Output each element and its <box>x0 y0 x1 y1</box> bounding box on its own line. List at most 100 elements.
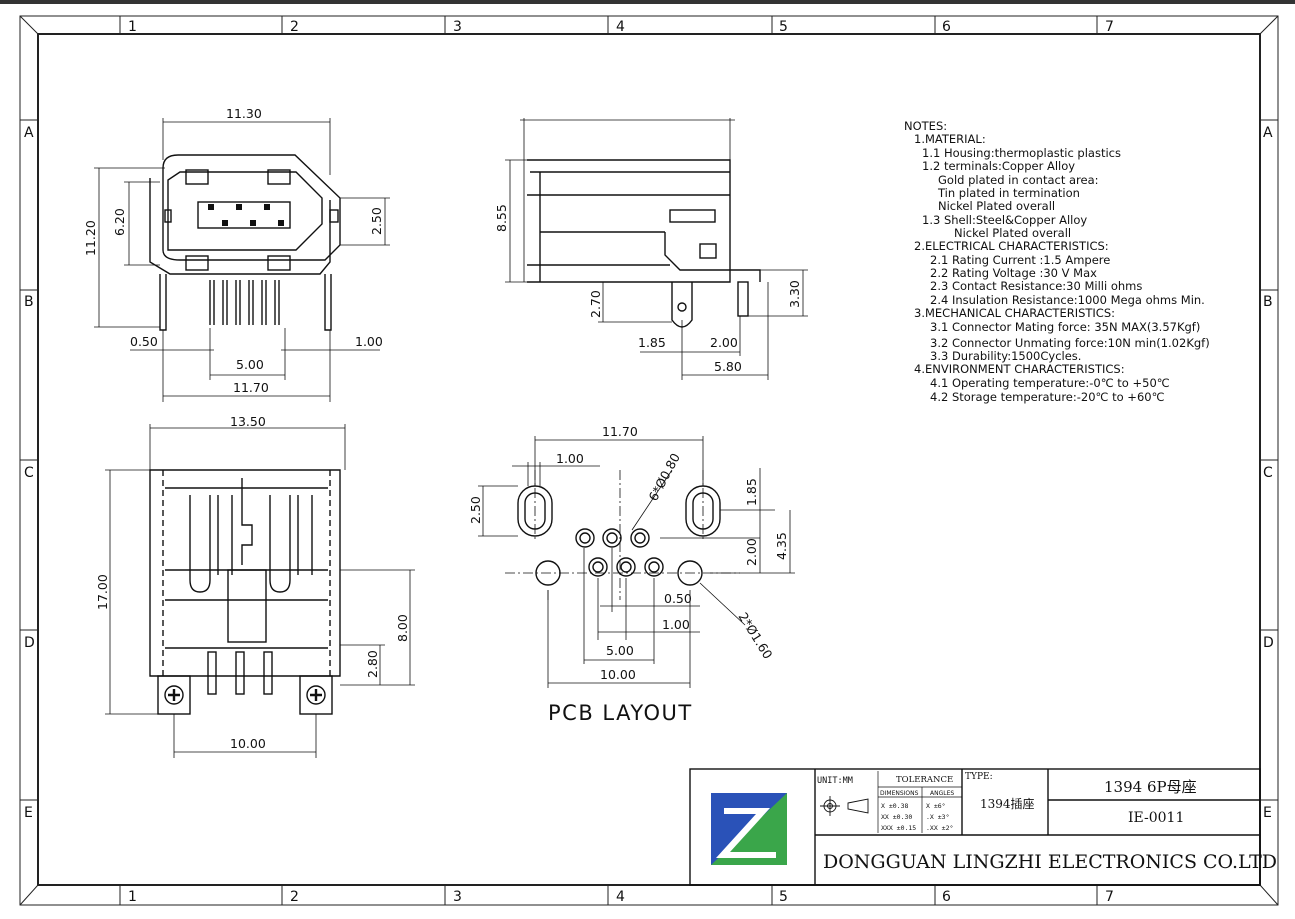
dim-pitch: 0.50 <box>664 591 692 606</box>
note-line: 1.2 terminals:Copper Alloy <box>922 159 1075 173</box>
tolerance-header: TOLERANCE <box>896 775 953 785</box>
tol-dim: XX ±0.30 <box>881 813 912 821</box>
note-line: 2.2 Rating Voltage :30 V Max <box>930 266 1097 280</box>
projection-icon <box>820 796 869 816</box>
dim-peg-span: 10.00 <box>600 667 636 682</box>
pcb-layout: 11.70 1.00 2.50 6*Ø0.80 1.85 2.00 4.35 0… <box>468 424 795 725</box>
dim-pin-length: 2.70 <box>588 290 603 318</box>
tol-angle: X ±6° <box>926 802 946 810</box>
type-label: TYPE: <box>965 772 993 782</box>
dim-d1: 1.85 <box>638 335 666 350</box>
row-label-right: B <box>1263 294 1273 310</box>
part-number: IE-0011 <box>1128 810 1184 826</box>
dim-peg-span: 10.00 <box>230 736 266 751</box>
row-label-left: E <box>24 805 33 821</box>
dim-width: 11.70 <box>602 424 638 439</box>
dim-span: 5.00 <box>606 643 634 658</box>
company-name: DONGGUAN LINGZHI ELECTRONICS CO.LTD <box>823 851 1277 873</box>
note-line: Nickel Plated overall <box>954 226 1071 240</box>
dim-height: 17.00 <box>95 574 110 610</box>
note-line: 3.1 Connector Mating force: 35N MAX(3.57… <box>930 320 1200 334</box>
note-line: 1.MATERIAL: <box>914 132 986 146</box>
dim-slot-height: 2.50 <box>468 496 483 524</box>
col-label-bottom: 4 <box>616 889 625 905</box>
front-view: 11.30 11.20 6.20 2.50 0.50 1.00 5.00 11.… <box>83 106 390 402</box>
note-line: Tin plated in termination <box>937 186 1080 200</box>
dim-pitch: 0.50 <box>130 334 158 349</box>
dim-pegs: 2*Ø1.60 <box>735 610 775 662</box>
col-label-top: 7 <box>1105 19 1114 35</box>
note-line: 1.3 Shell:Steel&Copper Alloy <box>922 213 1087 227</box>
tol-angle: .XX ±2° <box>926 824 953 832</box>
col-label-bottom: 5 <box>779 889 788 905</box>
dim-d2: 2.00 <box>710 335 738 350</box>
dim-435: 4.35 <box>774 532 789 560</box>
col-label-top: 6 <box>942 19 951 35</box>
dim-span: 5.00 <box>236 357 264 372</box>
dim-185: 1.85 <box>744 478 759 506</box>
note-line: Nickel Plated overall <box>938 199 1055 213</box>
note-line: 2.4 Insulation Resistance:1000 Mega ohms… <box>930 293 1205 307</box>
row-label-left: B <box>24 294 34 310</box>
note-line: 2.ELECTRICAL CHARACTERISTICS: <box>914 239 1109 253</box>
row-label-left: D <box>24 635 35 651</box>
bottom-view: 13.50 17.00 8.00 2.80 10.00 <box>95 414 415 758</box>
dim-height: 8.55 <box>494 204 509 232</box>
dim-slot-width: 1.00 <box>556 451 584 466</box>
row-label-right: C <box>1263 465 1273 481</box>
dim-shell-length: 3.30 <box>787 280 802 308</box>
note-line: 4.1 Operating temperature:-0℃ to +50℃ <box>930 376 1170 390</box>
row-label-left: C <box>24 465 34 481</box>
dim-depth: 5.80 <box>714 359 742 374</box>
col-label-bottom: 2 <box>290 889 299 905</box>
product-name: 1394 6P母座 <box>1104 778 1197 796</box>
dim-height-inner: 6.20 <box>112 208 127 236</box>
col-label-top: 2 <box>290 19 299 35</box>
pcb-layout-title: PCB LAYOUT <box>548 701 693 725</box>
note-line: 3.MECHANICAL CHARACTERISTICS: <box>914 306 1115 320</box>
note-line: 3.3 Durability:1500Cycles. <box>930 349 1081 363</box>
row-label-right: E <box>1263 805 1272 821</box>
logo-icon <box>711 793 787 865</box>
note-line: 4.ENVIRONMENT CHARACTERISTICS: <box>914 362 1125 376</box>
col-label-bottom: 6 <box>942 889 951 905</box>
dimensions-header: DIMENSIONS <box>880 790 919 797</box>
row-label-left: A <box>24 125 34 141</box>
angles-header: ANGLES <box>930 790 954 797</box>
col-label-top: 1 <box>128 19 137 35</box>
dim-width-top: 11.30 <box>226 106 262 121</box>
type-value: 1394插座 <box>980 796 1035 811</box>
dim-height-total: 11.20 <box>83 220 98 256</box>
zone-labels: 1 2 3 4 5 6 7 1 2 3 4 5 6 7 A B C D E A … <box>24 19 1274 905</box>
dim-foot: 2.80 <box>365 650 380 678</box>
note-line: 3.2 Connector Unmating force:10N min(1.0… <box>930 336 1210 350</box>
dim-offset: 1.00 <box>355 334 383 349</box>
dim-200: 2.00 <box>744 538 759 566</box>
row-label-right: D <box>1263 635 1274 651</box>
title-block: UNIT:MM TOLERANCE DIMENSIONS ANGLES X ±0… <box>689 768 1277 886</box>
dim-holes: 6*Ø0.80 <box>645 451 683 504</box>
unit-label: UNIT:MM <box>817 776 853 786</box>
dim-width-bottom: 11.70 <box>233 380 269 395</box>
row-label-right: A <box>1263 125 1273 141</box>
col-label-bottom: 3 <box>453 889 462 905</box>
col-label-top: 4 <box>616 19 625 35</box>
notes-block: NOTES: 1.MATERIAL: 1.1 Housing:thermopla… <box>904 119 1210 404</box>
col-label-top: 3 <box>453 19 462 35</box>
note-line: 2.3 Contact Resistance:30 Milli ohms <box>930 279 1142 293</box>
col-label-bottom: 7 <box>1105 889 1114 905</box>
tol-dim: X ±0.38 <box>881 802 908 810</box>
dim-side: 2.50 <box>369 207 384 235</box>
dim-width: 13.50 <box>230 414 266 429</box>
note-line: 2.1 Rating Current :1.5 Ampere <box>930 253 1110 267</box>
col-label-top: 5 <box>779 19 788 35</box>
peg-hole-right <box>677 560 703 586</box>
note-line: 1.1 Housing:thermoplastic plastics <box>922 146 1121 160</box>
note-line: 4.2 Storage temperature:-20℃ to +60℃ <box>930 390 1165 404</box>
dim-mid: 8.00 <box>395 614 410 642</box>
col-label-bottom: 1 <box>128 889 137 905</box>
note-line: Gold plated in contact area: <box>938 173 1099 187</box>
side-view: 8.55 2.70 3.30 1.85 2.00 5.80 <box>494 118 808 380</box>
